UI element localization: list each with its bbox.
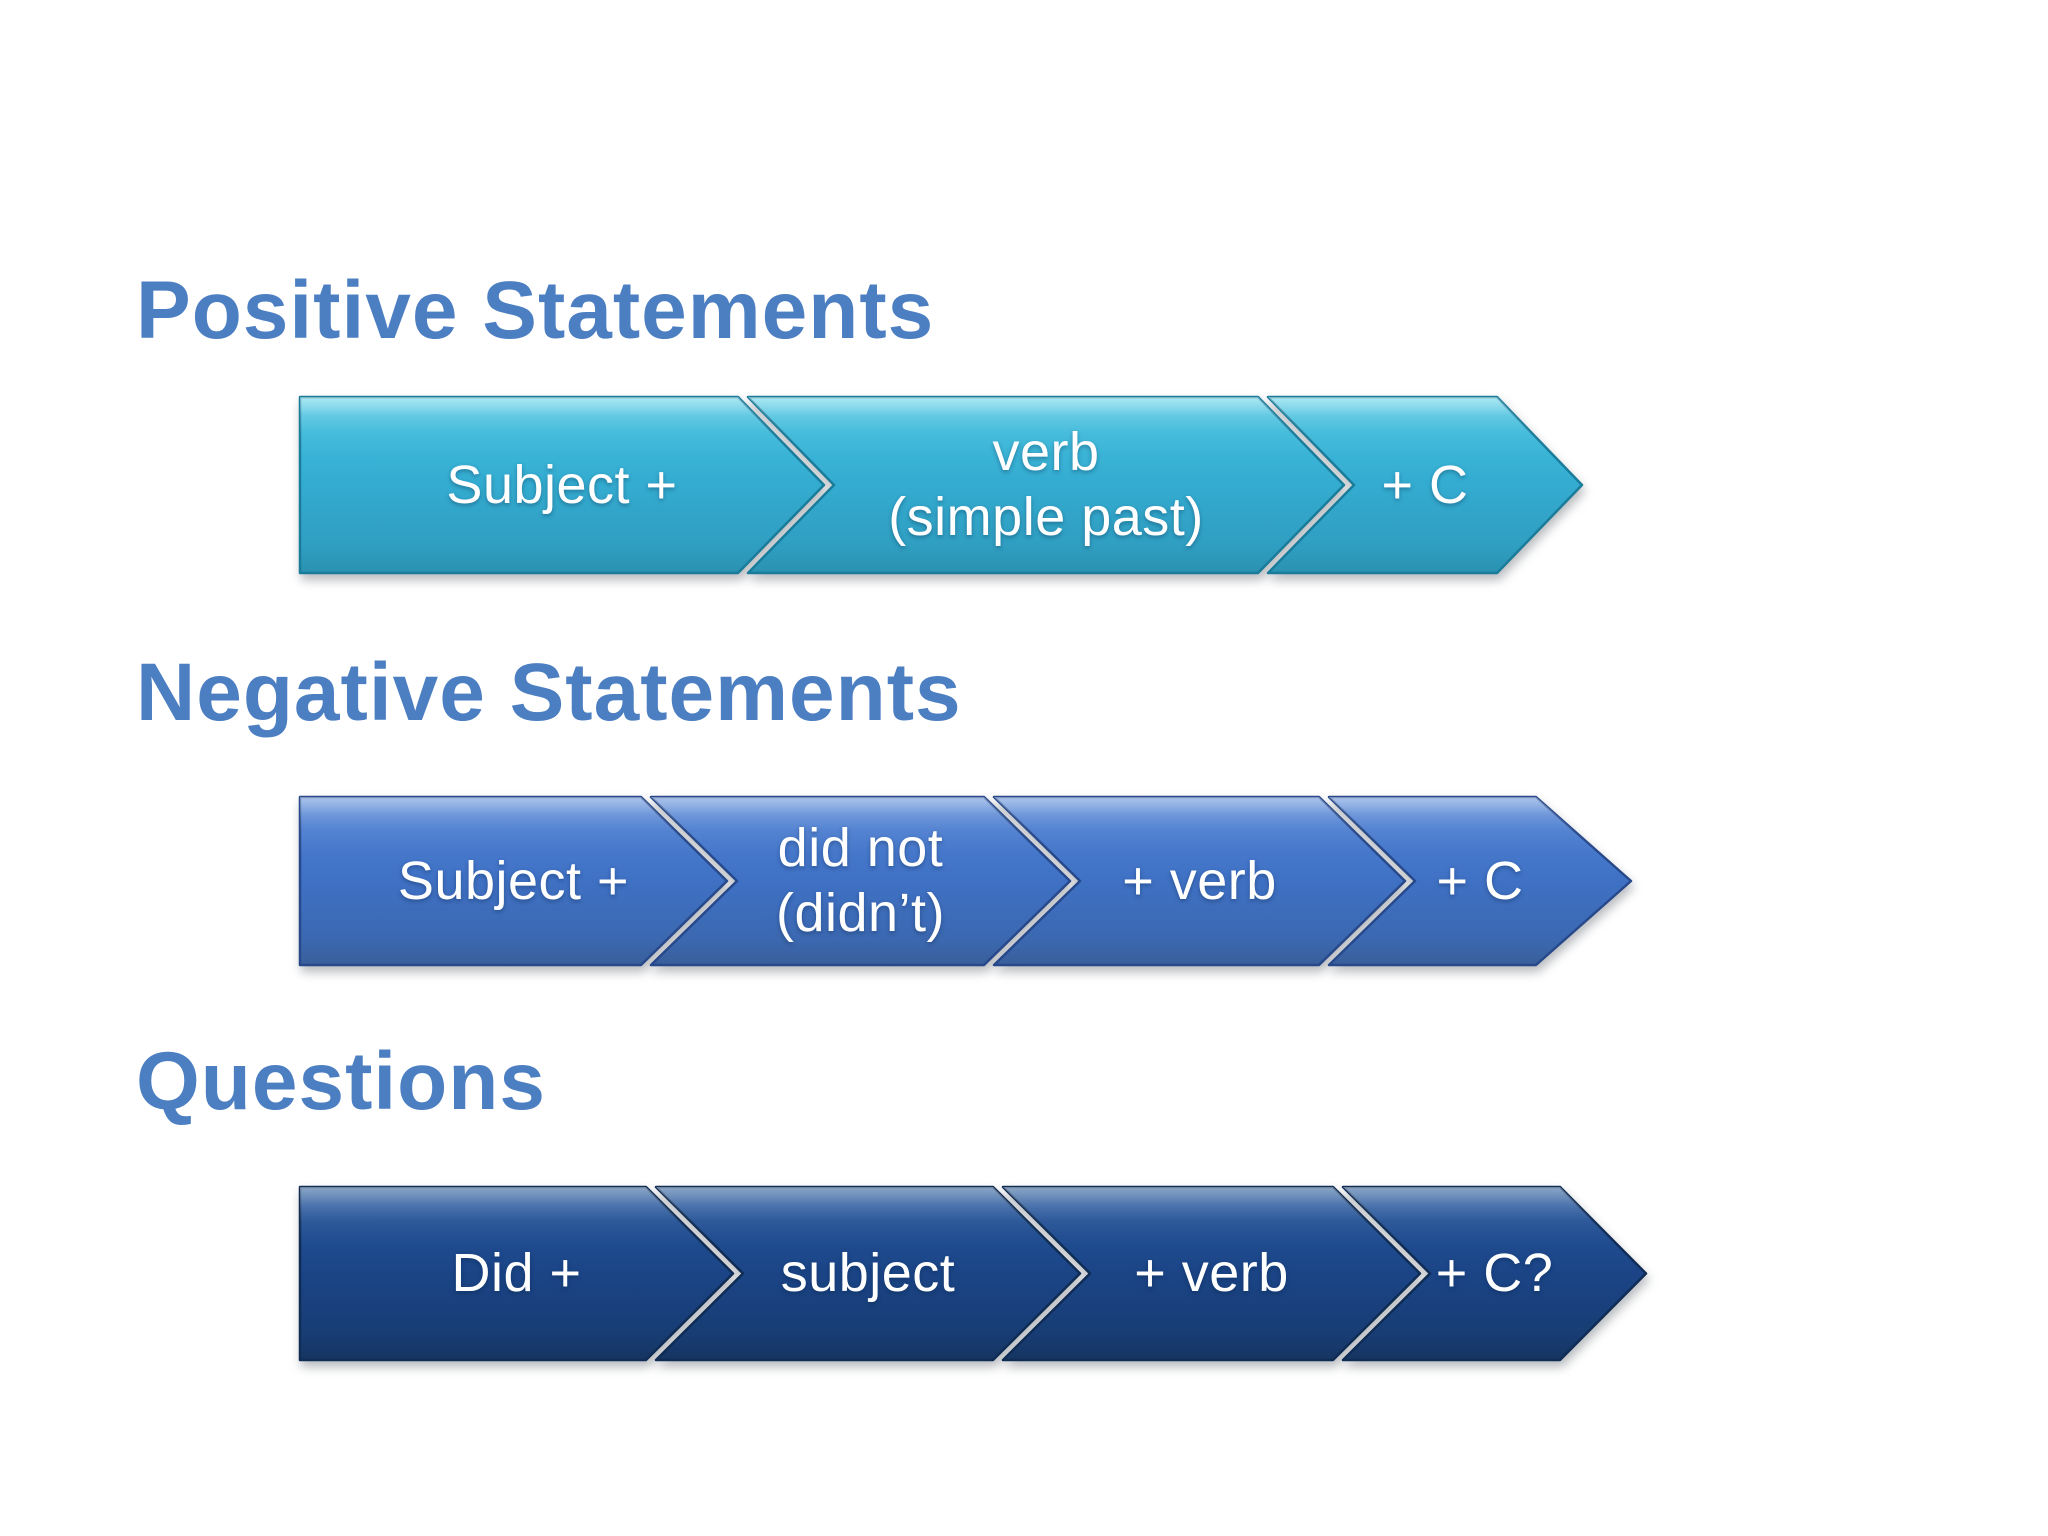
- arrow-segment-gloss: [300, 397, 824, 573]
- arrow-segment-gloss: [1343, 1187, 1646, 1360]
- arrow-segment-gloss: [1329, 797, 1631, 965]
- arrow-graphic: [298, 395, 1584, 575]
- arrow-graphic: [298, 795, 1633, 967]
- section-title-negative-statements: Negative Statements: [136, 647, 962, 738]
- arrow-segment-gloss: [748, 397, 1344, 573]
- arrow-negative-statements: Subject +did not (didn’t)+ verb+ C: [298, 795, 1636, 967]
- arrow-segment-gloss: [994, 797, 1405, 965]
- arrow-segment-gloss: [1003, 1187, 1420, 1360]
- arrow-positive-statements: Subject +verb (simple past)+ C: [298, 395, 1590, 575]
- arrow-segment-gloss: [651, 797, 1070, 965]
- arrow-questions: Did +subject+ verb+ C?: [298, 1185, 1650, 1362]
- section-title-positive-statements: Positive Statements: [136, 265, 935, 356]
- arrow-segment-gloss: [300, 797, 727, 965]
- arrow-segment-gloss: [300, 1187, 733, 1360]
- arrow-segment-gloss: [1268, 397, 1582, 573]
- arrow-graphic: [298, 1185, 1648, 1362]
- section-title-questions: Questions: [136, 1036, 546, 1127]
- arrow-segment-gloss: [656, 1187, 1080, 1360]
